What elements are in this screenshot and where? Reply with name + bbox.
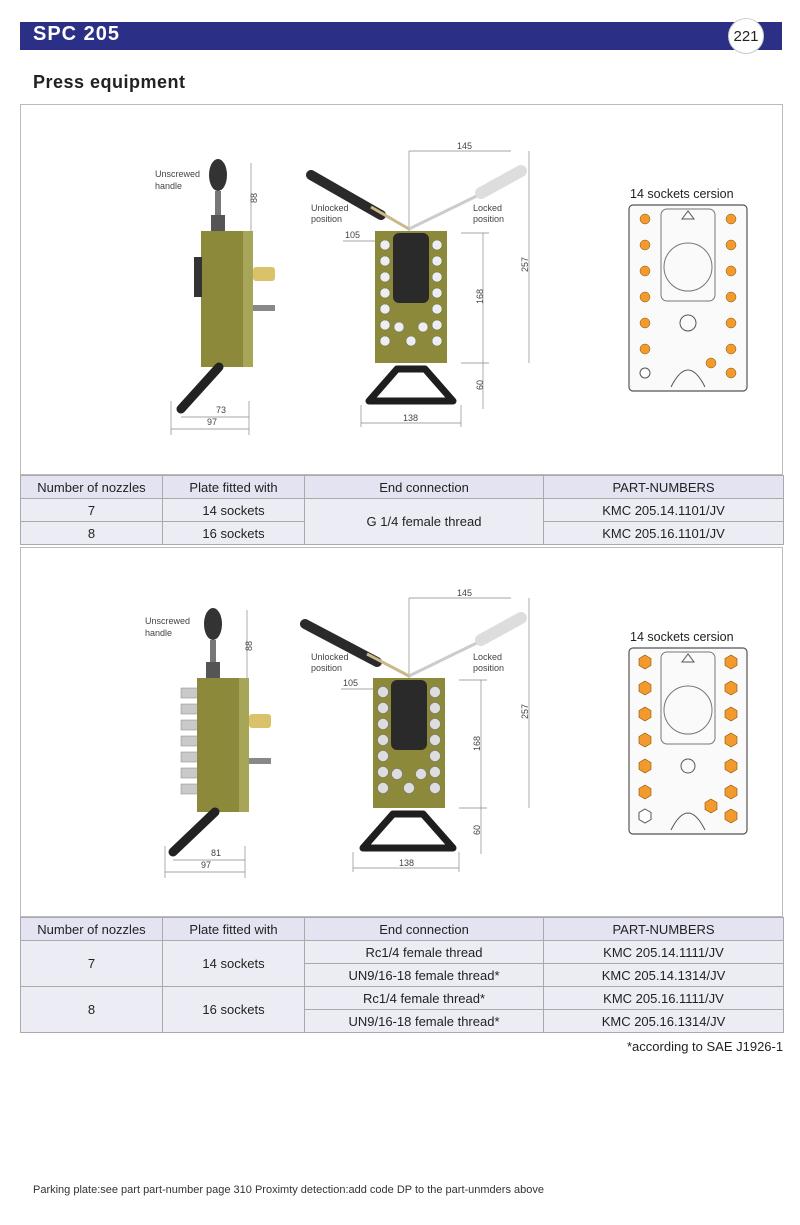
unlocked-label-1: Unlocked [311,203,349,213]
cell-part-number: KMC 205.14.1314/JV [543,963,784,987]
dim-257: 257 [520,257,530,272]
side-view: Unscrewed handle 88 81 97 [145,608,271,878]
dim-97: 97 [201,860,211,870]
dim-138: 138 [403,413,418,423]
handle-knob [209,159,227,191]
cell-nozzles: 7 [20,498,163,522]
page-number: 221 [728,18,764,54]
cell-plate: 14 sockets [162,940,305,987]
spec-table-1: Number of nozzles Plate fitted with End … [20,475,784,545]
front-view: 145 Unlocked position Locked position 10… [306,141,530,427]
locked-label-2: position [473,663,504,673]
socket-layout-title: 14 sockets cersion [630,187,734,201]
unlocked-label-1: Unlocked [311,652,349,662]
page-title: SPC 205 [33,23,121,45]
header-plate: Plate fitted with [162,475,305,499]
handle-label-1: Unscrewed [155,169,200,179]
cell-connection: Rc1/4 female thread [304,940,544,964]
table-header-row: Number of nozzles Plate fitted with End … [20,917,784,941]
table-row: UN9/16-18 female thread* KMC 205.16.1314… [21,1009,784,1033]
handle-label-2: handle [145,628,172,638]
socket-layout: 14 sockets cersion [628,630,748,835]
table-row: 8 16 sockets KMC 205.16.1101/JV [20,521,784,545]
cell-nozzles: 8 [20,986,163,1033]
dim-73: 73 [216,405,226,415]
table-row: 7 14 sockets G 1/4 female thread KMC 205… [20,498,784,545]
socket-layout-title: 14 sockets cersion [630,630,734,644]
cell-connection: UN9/16-18 female thread* [304,963,544,987]
dim-138: 138 [399,858,414,868]
front-view: 145 Unlocked position Locked position 10… [300,588,530,872]
cell-part-number: KMC 205.14.1111/JV [543,940,784,964]
header-connection: End connection [304,917,544,941]
dim-105: 105 [343,678,358,688]
handle-label-2: handle [155,181,182,191]
footnote: *according to SAE J1926-1 [627,1039,784,1054]
cell-plate: 14 sockets [162,498,305,522]
cell-connection: UN9/16-18 female thread* [304,1009,544,1033]
cell-connection: Rc1/4 female thread* [304,986,544,1010]
header-bar [20,22,782,50]
dim-88: 88 [244,641,254,651]
figure-1: Unscrewed handle 88 73 97 145 [20,104,783,475]
socket-layout: 14 sockets cersion [628,187,748,392]
figure-1-drawing: Unscrewed handle 88 73 97 145 [155,141,748,435]
locked-label-1: Locked [473,203,502,213]
figure-2-drawing: Unscrewed handle 88 81 97 145 [145,588,748,878]
table-row: UN9/16-18 female thread* KMC 205.14.1314… [21,963,784,987]
dim-81: 81 [211,848,221,858]
dim-60: 60 [472,825,482,835]
header-nozzles: Number of nozzles [20,917,163,941]
cell-nozzles: 8 [20,521,163,545]
locked-label-2: position [473,214,504,224]
locked-label-1: Locked [473,652,502,662]
header-nozzles: Number of nozzles [20,475,163,499]
header-part-numbers: PART-NUMBERS [543,475,784,499]
unlocked-label-2: position [311,214,342,224]
header-part-numbers: PART-NUMBERS [543,917,784,941]
cell-plate: 16 sockets [162,986,305,1033]
spec-table-2: Number of nozzles Plate fitted with End … [20,917,784,1033]
valve-body [201,231,251,367]
cell-part-number: KMC 205.16.1314/JV [543,1009,784,1033]
unlocked-label-2: position [311,663,342,673]
dim-105: 105 [345,230,360,240]
dim-60: 60 [475,380,485,390]
dim-257: 257 [520,704,530,719]
dim-145: 145 [457,588,472,598]
cell-connection: G 1/4 female thread [304,498,544,545]
cell-part-number: KMC 205.16.1111/JV [543,986,784,1010]
table-header-row: Number of nozzles Plate fitted with End … [20,475,784,499]
header-plate: Plate fitted with [162,917,305,941]
header-connection: End connection [304,475,544,499]
dim-145: 145 [457,141,472,151]
cell-part-number: KMC 205.16.1101/JV [543,521,784,545]
figure-2: Unscrewed handle 88 81 97 145 [20,547,783,917]
cell-nozzles: 7 [20,940,163,987]
section-title: Press equipment [33,72,186,92]
dim-168: 168 [472,736,482,751]
cell-part-number: KMC 205.14.1101/JV [543,498,784,522]
handle-label-1: Unscrewed [145,616,190,626]
footer-note: Parking plate:see part part-number page … [33,1184,544,1196]
side-view: Unscrewed handle 88 73 97 [155,159,275,435]
table-row: 8 16 sockets Rc1/4 female thread* KMC 20… [20,986,784,1033]
dim-168: 168 [475,289,485,304]
cell-plate: 16 sockets [162,521,305,545]
dim-88: 88 [249,193,259,203]
table-row: 7 14 sockets Rc1/4 female thread KMC 205… [20,940,784,987]
dim-97: 97 [207,417,217,427]
